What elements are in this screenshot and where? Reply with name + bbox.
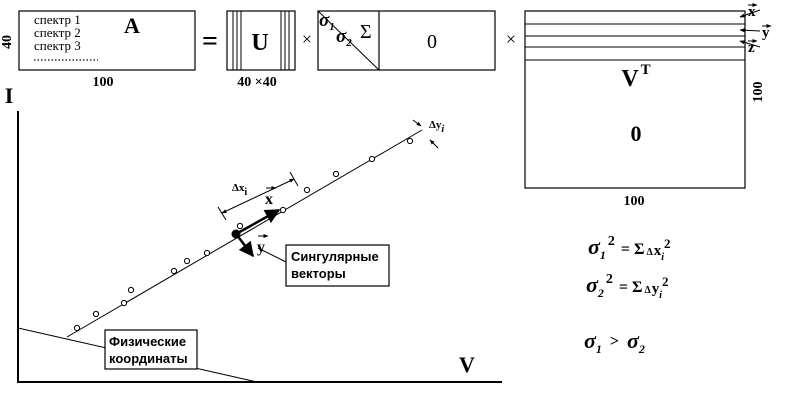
spectrum-line-1: спектр 1: [34, 12, 81, 27]
sigma2-symbol: σ2: [336, 26, 352, 49]
callout-singular-line-1: Сингулярные: [291, 249, 379, 264]
data-points: [73, 137, 414, 332]
callout-singular-box: [285, 244, 390, 287]
callout-singular-line-2: векторы: [291, 266, 346, 281]
sigma-diagonal: [317, 10, 380, 71]
scatter-plot: I V x y: [5, 83, 502, 383]
data-point: [406, 137, 414, 145]
times-sign-1: ×: [302, 29, 312, 49]
delta-y-arrow: [412, 119, 422, 127]
data-point: [332, 170, 340, 178]
matrix-u-label: U: [251, 30, 268, 56]
data-point: [303, 186, 311, 194]
matrix-sigma-box: [317, 10, 496, 71]
callout-physical-line-1: Физические: [109, 334, 186, 349]
y-axis-label: I: [5, 83, 14, 108]
data-point: [73, 324, 81, 332]
times-sign-2: ×: [506, 29, 516, 49]
formula-sigma-compare: σ1>σ2: [584, 328, 645, 356]
delta-y-label: Δyi: [429, 119, 444, 135]
data-point: [279, 206, 287, 214]
vt-y-arrow: [739, 28, 761, 33]
vt-row-label-x: x: [748, 4, 756, 20]
matrix-a-label: A: [124, 13, 140, 38]
vector-y-label: y: [257, 239, 265, 256]
spectrum-line-2: спектр 2: [34, 25, 81, 40]
data-point: [183, 257, 191, 265]
data-point: [203, 249, 211, 257]
delta-y-arrow: [429, 139, 439, 149]
matrix-vt-box: [524, 10, 746, 189]
callout-singular-leader: [257, 247, 287, 263]
sigma-zero-block: 0: [427, 31, 437, 53]
sigma1-symbol: σ1: [319, 10, 335, 33]
data-point: [236, 222, 244, 230]
matrix-u-box: [226, 10, 296, 71]
spectrum-line-3: спектр 3: [34, 38, 81, 53]
vt-z-arrow: [739, 40, 761, 48]
data-point: [368, 155, 376, 163]
vt-row-label-y: y: [762, 25, 770, 41]
singular-vector-y: [235, 233, 254, 258]
matrix-u: U 40 ×40: [226, 10, 296, 90]
callout-physical-box: [104, 329, 198, 370]
x-axis-label: V: [459, 352, 475, 377]
sum-symbol: Σ: [360, 21, 372, 43]
vector-x-label: x: [265, 191, 273, 208]
delta-x-dimension: [221, 178, 295, 214]
callout-physical-line-2: координаты: [109, 351, 188, 366]
matrix-a-cols-label: 100: [93, 75, 114, 90]
singular-vector-x: [235, 208, 281, 236]
vt-x-arrow: [739, 9, 761, 18]
fit-line: [66, 129, 423, 338]
matrix-u-size-label: 40 ×40: [237, 75, 276, 90]
matrix-a: 40 спектр 1 спектр 2 спектр 3 A 100: [0, 10, 196, 90]
matrix-vt-cols-label: 100: [624, 194, 645, 209]
matrix-vt-rows-label: 100: [751, 82, 766, 103]
equals-sign: =: [202, 26, 218, 57]
matrix-a-box: [18, 10, 196, 71]
data-point: [92, 310, 100, 318]
delta-x-tick: [217, 206, 227, 221]
delta-x-label: Δxi: [232, 182, 247, 198]
matrix-a-rows-label: 40: [0, 35, 15, 49]
data-point: [170, 267, 178, 275]
matrix-sigma: σ1 σ2 Σ 0: [317, 10, 496, 71]
vt-row-label-z: z: [748, 40, 755, 56]
data-point: [127, 286, 135, 294]
data-point: [120, 299, 128, 307]
vt-zero-block: 0: [631, 121, 642, 146]
